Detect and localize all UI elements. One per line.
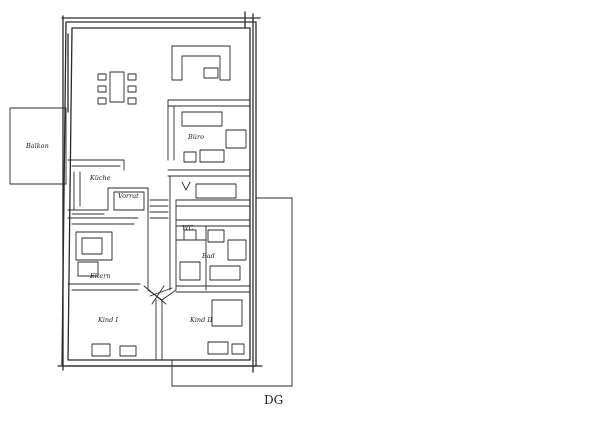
- right-outline: [171, 197, 293, 387]
- stairs: [149, 181, 237, 219]
- room-label-balkon: Balkon: [25, 142, 49, 150]
- room-label-wc: WC: [182, 224, 194, 232]
- balcony: [9, 107, 67, 185]
- room-label-buero: Büro: [187, 133, 204, 141]
- sofa: [171, 45, 231, 81]
- floor-label: DG: [264, 393, 283, 407]
- office-furniture: [181, 111, 247, 163]
- room-label-kind1: Kind I: [97, 316, 118, 324]
- kids-furniture: [91, 299, 245, 357]
- parents-bed: [75, 231, 113, 277]
- outer-walls: [57, 11, 263, 373]
- bathroom-fixtures: [179, 229, 247, 281]
- room-label-vorrat: Vorrat: [118, 192, 139, 200]
- room-label-bad: Bad: [201, 252, 215, 260]
- kitchen-furniture: [73, 171, 145, 211]
- room-label-eltern: Eltern: [89, 272, 111, 280]
- interior-walls: [67, 99, 251, 361]
- dining-table: [97, 71, 137, 105]
- room-label-kind2: Kind II: [189, 316, 213, 324]
- room-label-kueche: Küche: [89, 174, 111, 182]
